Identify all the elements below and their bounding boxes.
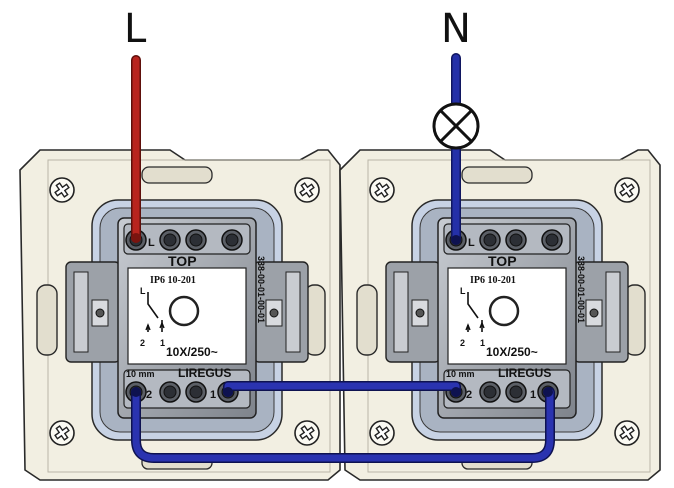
symbol-l: L	[140, 286, 146, 296]
terminal-right	[541, 229, 563, 251]
wire-end	[131, 233, 141, 243]
part-number: IP6 10-201	[150, 275, 196, 286]
terminal-left	[221, 229, 243, 251]
switch-left: L TOP IP6 10-201 L 2 1 10X/250~ 10 mm LI…	[19, 149, 341, 481]
brand-label: LIREGUS	[178, 366, 231, 380]
terminal-right	[505, 229, 527, 251]
symbol-2: 2	[460, 338, 465, 348]
switch-right: L TOP IP6 10-201 L 2 1 10X/250~ 10 mm LI…	[339, 149, 661, 481]
product-code: 338-00-01-00-01	[576, 256, 586, 323]
top-label: TOP	[488, 253, 517, 269]
traveler-wire-2	[132, 388, 554, 462]
terminal-right	[505, 381, 527, 403]
terminal-left	[159, 229, 181, 251]
strip-length: 10 mm	[126, 369, 155, 379]
symbol-l: L	[460, 286, 466, 296]
terminal-l-label: L	[148, 237, 155, 249]
wire-end	[131, 387, 141, 397]
rating-label: 10X/250~	[486, 345, 538, 359]
terminal-right	[479, 381, 501, 403]
rating-label: 10X/250~	[166, 345, 218, 359]
strip-length: 10 mm	[446, 369, 475, 379]
screw-icon	[294, 420, 320, 446]
line-label: L	[124, 6, 147, 52]
screw-icon	[369, 177, 395, 203]
part-number: IP6 10-201	[470, 275, 516, 286]
neutral-label: N	[441, 6, 471, 52]
wire-end	[223, 387, 233, 397]
symbol-1: 1	[480, 338, 485, 348]
screw-icon	[369, 420, 395, 446]
terminal-left	[185, 381, 207, 403]
wire-end	[451, 387, 461, 397]
product-code: 338-00-01-00-01	[256, 256, 266, 323]
lamp-x-circle-icon	[432, 102, 480, 150]
screw-icon	[49, 177, 75, 203]
screw-icon	[294, 177, 320, 203]
terminal-2-label: 2	[146, 389, 152, 401]
terminal-l-label: L	[468, 237, 475, 249]
screw-icon	[614, 420, 640, 446]
top-label: TOP	[168, 253, 197, 269]
screw-icon	[49, 420, 75, 446]
wire-end	[543, 387, 553, 397]
terminal-1-label: 1	[210, 389, 216, 401]
symbol-1: 1	[160, 338, 165, 348]
brand-label: LIREGUS	[498, 366, 551, 380]
terminal-right	[479, 229, 501, 251]
terminal-1-label: 1	[530, 389, 536, 401]
symbol-2: 2	[140, 338, 145, 348]
terminal-left	[159, 381, 181, 403]
terminal-left	[185, 229, 207, 251]
screw-icon	[614, 177, 640, 203]
wire-end	[451, 235, 461, 245]
terminal-2-label: 2	[466, 389, 472, 401]
